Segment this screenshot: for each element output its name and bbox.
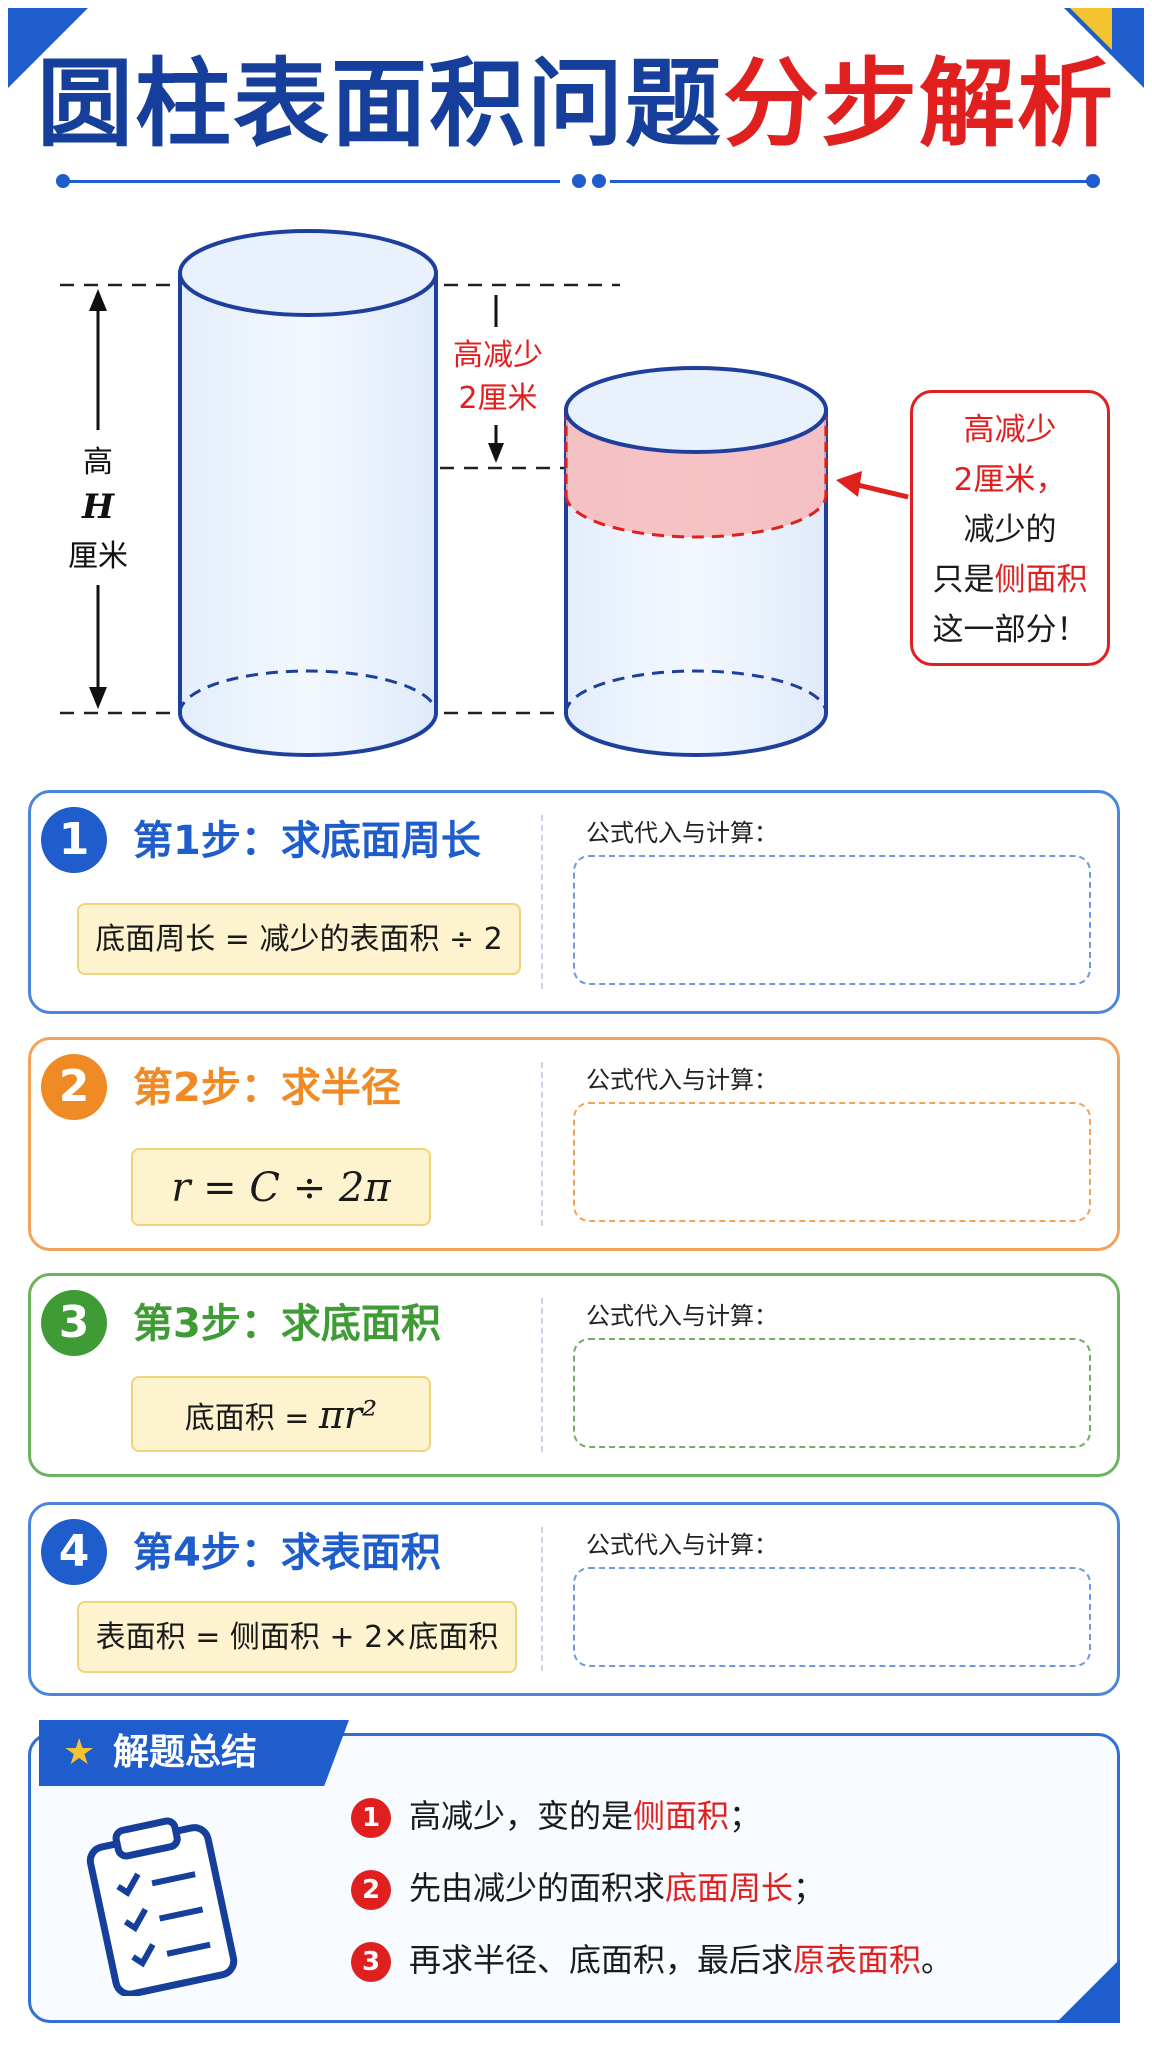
decrease-label-2: 2厘米 [458,381,537,416]
calc-label: 公式代入与计算： [586,1531,778,1559]
height-arrow-head-up [89,289,107,311]
title-dot [56,174,70,188]
step-divider [541,1527,543,1671]
calc-label: 公式代入与计算： [586,1066,778,1094]
callout-arrow-line [857,482,909,500]
step-card-1: 1 第1步：求底面周长 底面周长 = 减少的表面积 ÷ 2 公式代入与计算： [28,790,1120,1014]
calc-label: 公式代入与计算： [586,1302,778,1330]
callout-box: 高减少 2厘米， 减少的 只是侧面积 这一部分！ [910,390,1110,666]
title-underline-right [610,180,1090,183]
title-underline-left [60,180,560,183]
step-title: 第3步：求底面积 [133,1301,441,1347]
step-number-badge: 1 [41,807,107,873]
calc-answer-box[interactable] [573,1338,1091,1448]
callout-line-3: 减少的 [963,512,1057,548]
reduce-arrow-head [488,443,504,463]
callout-arrow-head [836,471,862,497]
height-variable: H [81,487,116,527]
corner-decoration-yellow [1070,8,1112,50]
callout-line-4: 只是侧面积 [932,562,1088,598]
tall-cylinder [178,229,438,757]
step-title: 第4步：求表面积 [133,1530,441,1576]
height-label: 高 [83,445,113,480]
step-card-2: 2 第2步：求半径 r = C ÷ 2π 公式代入与计算： [28,1037,1120,1251]
clipboard-icon [86,1817,238,1996]
step-formula: r = C ÷ 2π [131,1148,431,1226]
step-card-3: 3 第3步：求底面积 底面积 = πr² 公式代入与计算： [28,1273,1120,1477]
corner-decoration-top-left [8,8,88,88]
title-red: 分步解析 [723,48,1115,160]
step-formula: 底面周长 = 减少的表面积 ÷ 2 [77,903,521,975]
short-cylinder [564,366,828,757]
calc-answer-box[interactable] [573,1567,1091,1667]
star-icon: ★ [63,1732,96,1773]
summary-item-badge: 3 [351,1942,391,1982]
height-unit: 厘米 [68,539,128,574]
step-divider [541,1298,543,1452]
calc-answer-box[interactable] [573,855,1091,985]
step-title: 第1步：求底面周长 [133,818,481,864]
callout-line-2: 2厘米， [953,462,1067,498]
title-blue: 圆柱表面积问题 [37,48,723,160]
reduced-band [566,410,826,537]
callout-line-5: 这一部分！ [932,612,1088,648]
summary-item-badge: 1 [351,1798,391,1838]
step-number-badge: 4 [41,1519,107,1585]
step-card-4: 4 第4步：求表面积 表面积 = 侧面积 + 2×底面积 公式代入与计算： [28,1502,1120,1696]
decrease-label-1: 高减少 [453,338,543,373]
step-number-badge: 3 [41,1290,107,1356]
calc-answer-box[interactable] [573,1102,1091,1222]
step-formula: 底面积 = πr² [131,1376,431,1452]
callout-line-1: 高减少 [963,412,1057,448]
calc-label: 公式代入与计算： [586,819,778,847]
title-dot [592,174,606,188]
summary-title: 解题总结 [113,1732,258,1773]
height-arrow-head-down [89,687,107,709]
title-dot [1086,174,1100,188]
summary-banner: ★ 解题总结 [39,1720,349,1786]
summary-item-badge: 2 [351,1870,391,1910]
page-title: 圆柱表面积问题分步解析 [0,44,1152,164]
title-dot [572,174,586,188]
step-title: 第2步：求半径 [133,1065,401,1111]
step-formula: 表面积 = 侧面积 + 2×底面积 [77,1601,517,1673]
step-divider [541,815,543,989]
step-number-badge: 2 [41,1054,107,1120]
step-divider [541,1062,543,1226]
summary-corner-decoration [1056,1959,1120,2023]
cylinder-diagram: 高 H 厘米 高减少 2厘米 [60,229,909,757]
